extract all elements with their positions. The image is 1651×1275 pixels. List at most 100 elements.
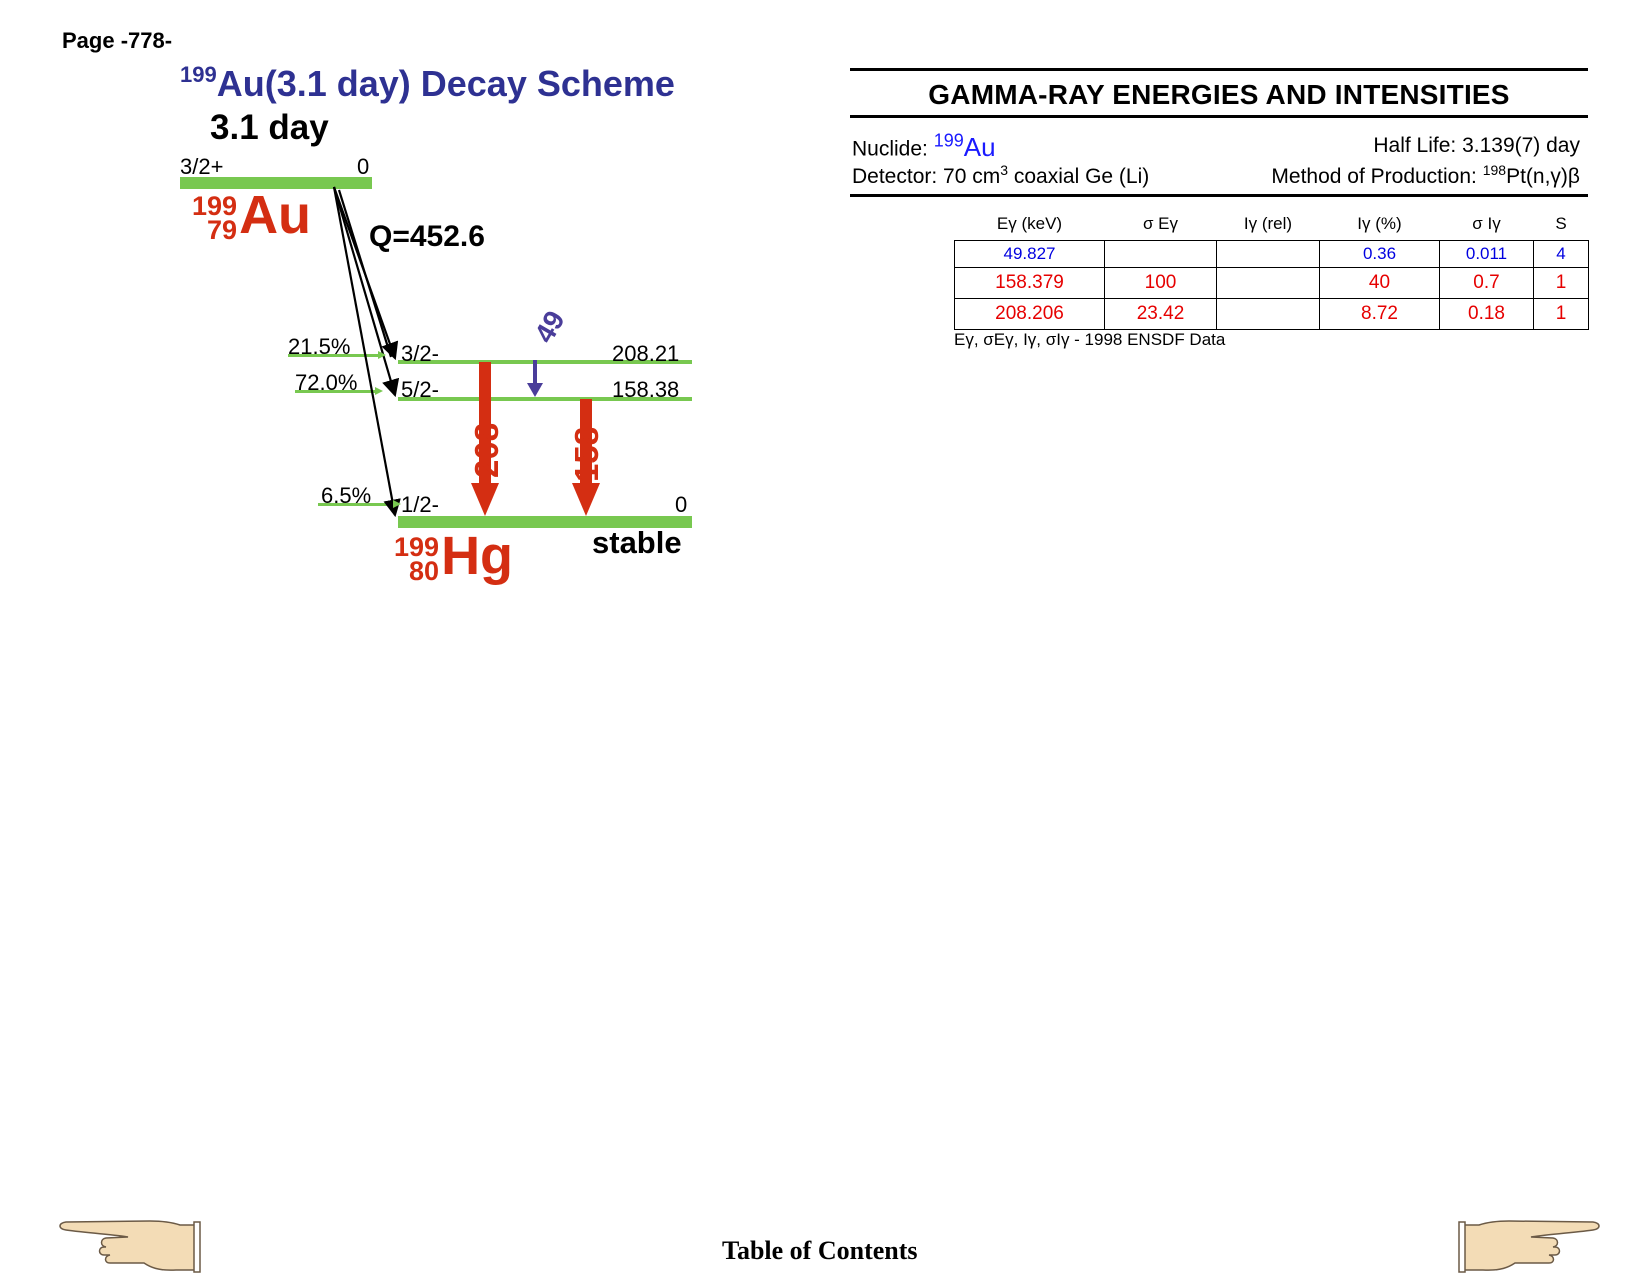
detector-sup: 3 bbox=[1000, 162, 1009, 178]
gamma-table-header: GAMMA-RAY ENERGIES AND INTENSITIES Nucli… bbox=[850, 68, 1588, 197]
previous-page-hand-icon[interactable] bbox=[58, 1215, 203, 1273]
beta-arrow-aux bbox=[337, 189, 393, 358]
level-158-spin: 5/2- bbox=[401, 377, 439, 402]
beta-arrow-to-158 bbox=[332, 186, 400, 398]
gamma-158: 158 bbox=[568, 399, 605, 516]
gamma-table: Eγ (keV) σ Eγ Iγ (rel) Iγ (%) σ Iγ S 49.… bbox=[954, 212, 1589, 330]
level-158-energy: 158.38 bbox=[612, 377, 680, 402]
gamma-208-label: 208 bbox=[468, 423, 505, 478]
table-row: 158.379 100 40 0.7 1 bbox=[954, 267, 1589, 299]
gamma-158-head bbox=[572, 483, 600, 516]
table-of-contents-link[interactable]: Table of Contents bbox=[722, 1236, 918, 1265]
cell-sigma-intensity: 0.011 bbox=[1439, 240, 1534, 268]
info-rule bbox=[850, 194, 1588, 197]
cell-sigma-energy bbox=[1104, 240, 1217, 268]
branch-arrowhead-158 bbox=[375, 387, 383, 395]
gamma-208-head bbox=[471, 483, 499, 516]
parent-symbol: Au bbox=[239, 185, 312, 245]
gamma-158-label: 158 bbox=[568, 427, 605, 482]
level-line-158 bbox=[398, 397, 692, 401]
cell-sigma-energy: 23.42 bbox=[1104, 298, 1217, 330]
branch-line-208 bbox=[288, 354, 378, 357]
branch-arrowhead-ground bbox=[393, 500, 401, 508]
cell-s: 4 bbox=[1533, 240, 1589, 268]
gamma-table-title: GAMMA-RAY ENERGIES AND INTENSITIES bbox=[928, 79, 1510, 110]
col-sigma-intensity: σ Iγ bbox=[1472, 214, 1501, 233]
daughter-mass-number: 199 bbox=[394, 532, 440, 562]
decay-arrows: 49 208 158 bbox=[332, 186, 605, 518]
ground-spin: 1/2- bbox=[401, 492, 439, 517]
cell-sigma-intensity: 0.18 bbox=[1439, 298, 1534, 330]
branch-line-ground bbox=[318, 503, 393, 506]
cell-rel-intensity bbox=[1216, 298, 1320, 330]
cell-sigma-energy: 100 bbox=[1104, 267, 1217, 299]
parent-spin: 3/2+ bbox=[180, 154, 224, 179]
cell-rel-intensity bbox=[1216, 240, 1320, 268]
daughter-status: stable bbox=[592, 525, 682, 560]
level-208-spin: 3/2- bbox=[401, 341, 439, 366]
half-life-field: Half Life: 3.139(7) day bbox=[1373, 134, 1580, 157]
cell-pct-intensity: 8.72 bbox=[1319, 298, 1440, 330]
parent-energy: 0 bbox=[357, 154, 370, 179]
col-rel-intensity: Iγ (rel) bbox=[1243, 214, 1293, 233]
detector-prefix: Detector: 70 cm bbox=[852, 165, 1001, 188]
gamma-208: 208 bbox=[468, 362, 505, 516]
detector-suffix: coaxial Ge (Li) bbox=[1008, 165, 1150, 188]
cell-s: 1 bbox=[1533, 298, 1589, 330]
title-text: Au(3.1 day) Decay Scheme bbox=[216, 63, 675, 104]
gamma-49-label: 49 bbox=[528, 306, 570, 348]
col-s: S bbox=[1555, 214, 1567, 233]
ground-level-line bbox=[398, 516, 692, 528]
method-prefix: Method of Production: bbox=[1271, 165, 1483, 188]
level-158-branch: 72.0% bbox=[295, 370, 358, 395]
nuclide-field: Nuclide: 199Au bbox=[852, 130, 996, 163]
parent-mass-number: 199 bbox=[192, 191, 238, 221]
decay-scheme-title: 199Au(3.1 day) Decay Scheme bbox=[180, 62, 675, 105]
cell-pct-intensity: 0.36 bbox=[1319, 240, 1440, 268]
q-value: Q=452.6 bbox=[369, 220, 485, 253]
parent-level-line bbox=[180, 177, 372, 189]
cell-energy: 158.379 bbox=[954, 267, 1105, 299]
top-rule bbox=[850, 68, 1588, 71]
ground-branch: 6.5% bbox=[321, 483, 372, 508]
gamma-table-header-row: Eγ (keV) σ Eγ Iγ (rel) Iγ (%) σ Iγ S bbox=[955, 212, 1589, 241]
branch-arrowhead-208 bbox=[378, 351, 386, 359]
beta-decay-arrows bbox=[332, 186, 401, 518]
method-sup: 198 bbox=[1482, 162, 1507, 178]
level-208-branch: 21.5% bbox=[288, 334, 351, 359]
cell-energy: 49.827 bbox=[954, 240, 1105, 268]
cell-s: 1 bbox=[1533, 267, 1589, 299]
daughter-symbol: Hg bbox=[441, 526, 514, 586]
gamma-158-shaft bbox=[580, 399, 592, 483]
cell-energy: 208.206 bbox=[954, 298, 1105, 330]
col-pct-intensity: Iγ (%) bbox=[1357, 214, 1402, 233]
next-page-hand-icon[interactable] bbox=[1456, 1215, 1601, 1273]
title-mass-number: 199 bbox=[180, 62, 217, 87]
parent-atomic-number: 79 bbox=[207, 215, 238, 245]
branch-line-158 bbox=[295, 390, 375, 393]
cell-sigma-intensity: 0.7 bbox=[1439, 267, 1534, 299]
title-rule bbox=[850, 115, 1588, 118]
detector-field: Detector: 70 cm3 coaxial Ge (Li) bbox=[852, 162, 1149, 189]
method-suffix: Pt(n,γ)β bbox=[1506, 165, 1580, 188]
level-line-208 bbox=[398, 360, 692, 364]
col-sigma-energy: σ Eγ bbox=[1142, 214, 1179, 233]
gamma-49: 49 bbox=[527, 306, 571, 397]
gamma-208-shaft bbox=[479, 362, 491, 483]
nuclide-symbol: Au bbox=[963, 131, 996, 162]
beta-arrow-to-ground bbox=[332, 186, 401, 518]
nuclide-name: 199Au bbox=[933, 130, 996, 162]
nuclide-mass: 199 bbox=[933, 130, 964, 150]
parent-half-life: 3.1 day bbox=[210, 108, 329, 147]
table-row: 49.827 0.36 0.011 4 bbox=[954, 240, 1589, 268]
nuclide-info: Nuclide: 199Au Half Life: 3.139(7) day D… bbox=[850, 118, 1588, 188]
table-row: 208.206 23.42 8.72 0.18 1 bbox=[954, 298, 1589, 330]
data-source-note: Eγ, σEγ, Iγ, σIγ - 1998 ENSDF Data bbox=[954, 330, 1226, 349]
branch-arrowheads bbox=[375, 351, 401, 508]
cell-rel-intensity bbox=[1216, 267, 1320, 299]
cell-pct-intensity: 40 bbox=[1319, 267, 1440, 299]
gamma-49-head bbox=[527, 383, 543, 397]
daughter-atomic-number: 80 bbox=[409, 556, 440, 586]
